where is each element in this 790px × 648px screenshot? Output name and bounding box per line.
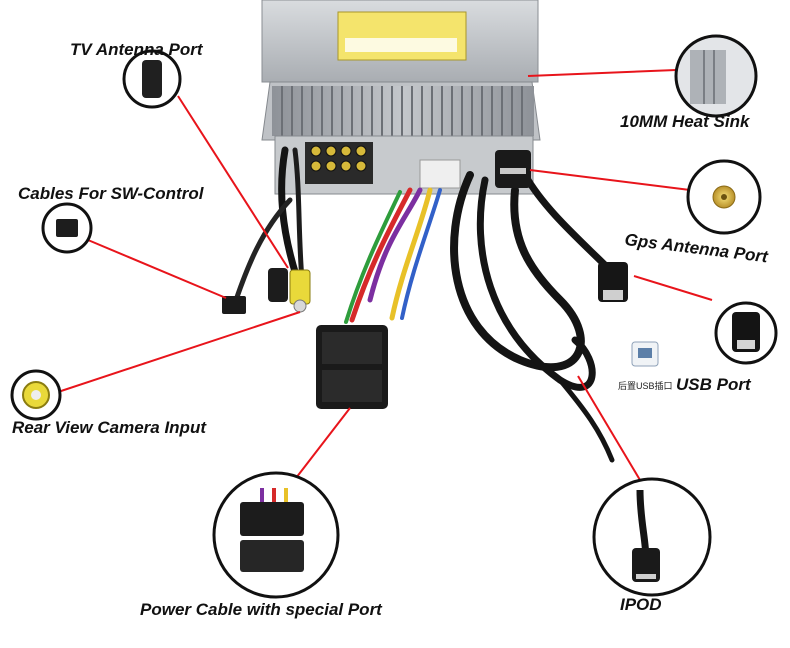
callout-ipod — [592, 477, 712, 597]
label-ipod: IPOD — [620, 595, 662, 614]
callout-gps-antenna — [686, 159, 762, 235]
label-power-cable: Power Cable with special Port — [140, 600, 382, 619]
leader-lines — [57, 69, 713, 481]
callout-sw-control — [41, 202, 93, 254]
label-heat-sink: 10MM Heat Sink — [620, 112, 750, 131]
rca-camera-plug — [289, 269, 311, 313]
heat-sink-fins — [272, 86, 534, 136]
callout-tv-antenna — [122, 49, 182, 109]
label-tv-antenna-port: TV Antenna Port — [70, 40, 203, 59]
label-usb-chinese: 后置USB插口 — [618, 381, 673, 391]
label-rear-view-camera: Rear View Camera Input — [12, 418, 206, 437]
callout-heat-sink — [674, 34, 758, 118]
usb-plug-cable — [598, 262, 628, 302]
rear-connector-panel — [274, 135, 534, 195]
label-sw-control-cables: Cables For SW-Control — [18, 184, 204, 203]
callout-usb-port — [714, 301, 778, 365]
power-connector-block — [316, 325, 388, 409]
label-usb-port: USB Port — [676, 375, 751, 394]
usb-label-icon — [631, 341, 659, 367]
tv-antenna-plug — [268, 268, 288, 302]
wiring-harness — [233, 146, 615, 463]
ipod-plug — [495, 150, 531, 188]
sw-control-plug — [222, 296, 246, 314]
callout-rear-camera — [10, 369, 62, 421]
callout-power-cable — [212, 471, 340, 599]
